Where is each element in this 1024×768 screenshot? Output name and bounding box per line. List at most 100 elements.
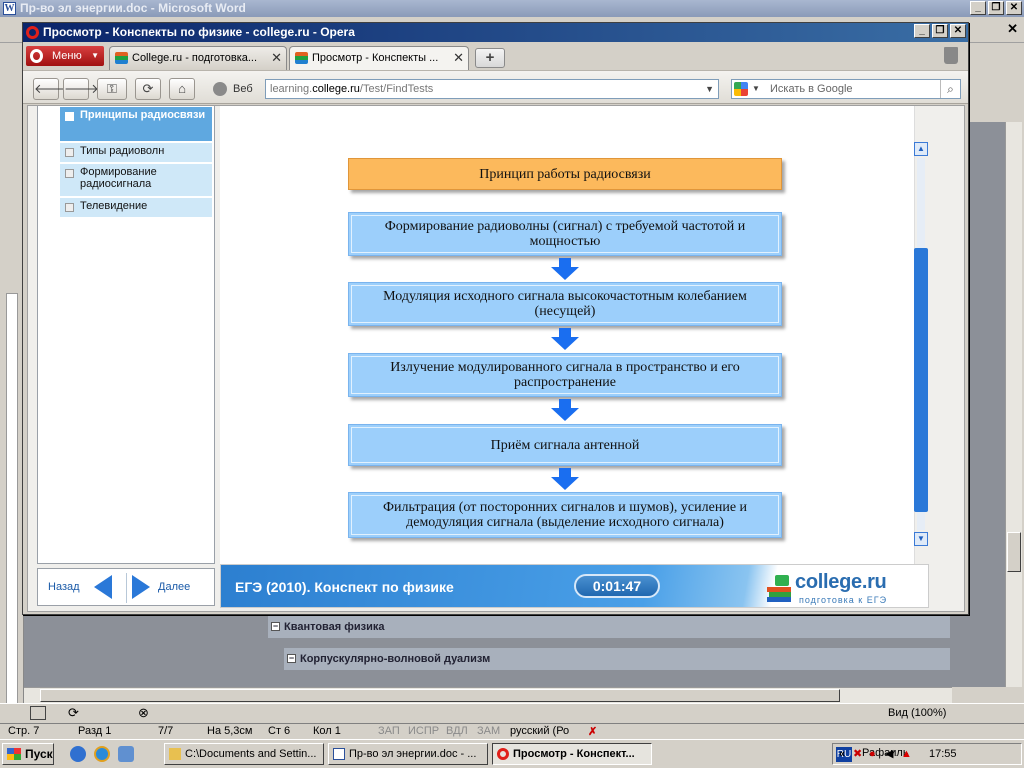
search-icon[interactable]: ⌕ <box>940 80 960 98</box>
close-tab-icon[interactable]: ✕ <box>271 50 282 65</box>
sidebar-item-wave-types[interactable]: Типы радиоволн <box>60 143 212 162</box>
tab-label: College.ru - подготовка... <box>132 52 258 64</box>
brand-name[interactable]: college.ru <box>795 571 887 593</box>
word-doc-icon <box>333 748 345 760</box>
new-tab-button[interactable]: + <box>475 48 505 68</box>
opera-title-text: Просмотр - Конспекты по физике - college… <box>43 25 355 39</box>
tab-college[interactable]: College.ru - подготовка... ✕ <box>109 46 287 70</box>
clock: 17:55 <box>929 748 957 760</box>
start-button[interactable]: Пуск <box>2 743 54 765</box>
close-tab-icon[interactable]: ✕ <box>453 50 464 65</box>
view-mode-icon[interactable] <box>30 706 46 720</box>
network-icon[interactable]: ✖ <box>853 748 863 760</box>
spelling-icon[interactable]: ✗ <box>588 726 598 738</box>
doc-tree-row[interactable]: − Квантовая физика <box>268 616 950 638</box>
word-restore-button[interactable]: ❐ <box>988 1 1004 15</box>
status-rec[interactable]: ЗАП <box>378 725 400 737</box>
show-desktop-icon[interactable] <box>118 746 134 762</box>
status-col: Кол 1 <box>313 725 341 737</box>
sidebar-item-label: Типы радиоволн <box>80 145 165 157</box>
back-link[interactable]: Назад <box>48 581 80 593</box>
windows-flag-icon <box>7 748 21 760</box>
tab-bar: Меню ▼ College.ru - подготовка... ✕ Прос… <box>23 42 968 70</box>
antivirus-icon[interactable]: ● <box>869 748 876 760</box>
sidebar-item-label: Телевидение <box>80 200 148 212</box>
tray-expand-icon[interactable]: « <box>839 748 846 760</box>
opera-menu-button[interactable]: Меню ▼ <box>26 46 104 66</box>
system-tray: « ✖ ● ◀ ▲ 17:55 <box>832 743 1022 765</box>
language-indicator[interactable]: RU <box>836 747 852 762</box>
checkbox-icon <box>65 112 74 121</box>
search-input[interactable]: ▼ Искать в Google ⌕ <box>731 79 961 99</box>
word-hscroll-thumb[interactable] <box>40 689 840 702</box>
url-path: /Test/FindTests <box>359 83 434 95</box>
sidebar-item-television[interactable]: Телевидение <box>60 198 212 217</box>
refresh-icon[interactable]: ⟳ <box>68 705 79 720</box>
browse-object-icon[interactable]: ⊗ <box>138 705 149 720</box>
google-icon <box>734 82 748 96</box>
zoom-level[interactable]: Вид (100%) <box>888 707 947 719</box>
sidebar-item-principles[interactable]: Принципы радиосвязи <box>60 107 212 141</box>
status-trk[interactable]: ИСПР <box>408 725 440 737</box>
word-close-button[interactable]: ✕ <box>1006 1 1022 15</box>
doc-tree-row[interactable]: − Корпускулярно-волновой дуализм <box>284 648 950 670</box>
task-explorer[interactable]: C:\Documents and Settin... <box>164 743 324 765</box>
checkbox-icon <box>65 148 74 157</box>
word-minimize-button[interactable]: _ <box>970 1 986 15</box>
task-word[interactable]: Пр-во эл энергии.doc - ... <box>328 743 488 765</box>
home-button[interactable]: ⌂ <box>169 78 195 100</box>
arrow-left-icon[interactable] <box>94 575 112 599</box>
scroll-thumb[interactable] <box>914 248 928 512</box>
next-link[interactable]: Далее <box>158 581 191 593</box>
word-status-bar: Стр. 7 Разд 1 7/7 На 5,3см Ст 6 Кол 1 ЗА… <box>0 723 1024 739</box>
reload-button[interactable]: ⟳ <box>135 78 161 100</box>
collapse-icon[interactable]: − <box>287 653 296 663</box>
sidebar-item-signal-forming[interactable]: Формирование радиосигнала <box>60 164 212 196</box>
flow-step: Приём сигнала антенной <box>348 424 782 466</box>
opera-minimize-button[interactable]: _ <box>914 24 930 38</box>
brand-tagline: подготовка к ЕГЭ <box>799 595 888 605</box>
search-placeholder: Искать в Google <box>770 83 853 95</box>
flow-step: Фильтрация (от посторонних сигналов и шу… <box>348 492 782 538</box>
chevron-down-icon[interactable]: ▼ <box>752 84 760 93</box>
internet-explorer-icon[interactable] <box>94 746 110 762</box>
opera-restore-button[interactable]: ❐ <box>932 24 948 38</box>
alert-icon[interactable]: ▲ <box>901 748 912 760</box>
wand-key-icon[interactable]: ⚿ <box>97 78 127 100</box>
chevron-down-icon[interactable]: ▼ <box>705 84 714 94</box>
collapse-icon[interactable]: − <box>271 621 280 631</box>
word-horizontal-scrollbar[interactable] <box>24 687 952 703</box>
address-field[interactable]: learning.college.ru/Test/FindTests ▼ <box>265 79 719 99</box>
trash-icon[interactable] <box>944 47 958 64</box>
scroll-down-icon[interactable]: ▼ <box>914 532 928 546</box>
word-doc-close-icon[interactable]: ✕ <box>1007 21 1018 36</box>
scroll-up-icon[interactable]: ▲ <box>914 142 928 156</box>
tab-prosmotr[interactable]: Просмотр - Конспекты ... ✕ <box>289 46 469 70</box>
word-view-bar: ⟳ ⊗ Вид (100%) <box>0 703 1024 723</box>
opera-window: Просмотр - Конспекты по физике - college… <box>22 22 969 615</box>
nav-divider <box>126 573 127 603</box>
word-vertical-scrollbar[interactable] <box>1005 122 1022 687</box>
forward-button[interactable]: 🡒 <box>63 78 99 100</box>
task-opera[interactable]: Просмотр - Конспект... <box>492 743 652 765</box>
arrow-right-icon[interactable] <box>132 575 150 599</box>
url-domain: college.ru <box>312 83 360 95</box>
status-ext[interactable]: ВДЛ <box>446 725 468 737</box>
diagram-scrollbar[interactable]: ▲ ▼ <box>914 142 928 548</box>
word-title-bar: W Пр-во эл энергии.doc - Microsoft Word … <box>0 0 1024 17</box>
arrow-down-icon <box>551 399 579 421</box>
tab-label: Просмотр - Конспекты ... <box>312 52 439 64</box>
flow-step-text: Формирование радиоволны (сигнал) с требу… <box>384 219 746 249</box>
media-player-icon[interactable] <box>70 746 86 762</box>
back-button[interactable]: 🡐 <box>33 78 69 100</box>
status-at: На 5,3см <box>207 725 253 737</box>
flow-step: Формирование радиоволны (сигнал) с требу… <box>348 212 782 256</box>
flow-step-text: Фильтрация (от посторонних сигналов и шу… <box>382 500 748 530</box>
volume-icon[interactable]: ◀ <box>885 748 894 760</box>
url-prefix: learning. <box>270 83 313 95</box>
word-vscroll-thumb[interactable] <box>1007 532 1021 572</box>
course-footer: ЕГЭ (2010). Конспект по физике 0:01:47 c… <box>220 564 929 608</box>
college-logo-icon <box>767 571 793 603</box>
status-ovr[interactable]: ЗАМ <box>477 725 501 737</box>
opera-close-button[interactable]: ✕ <box>950 24 966 38</box>
